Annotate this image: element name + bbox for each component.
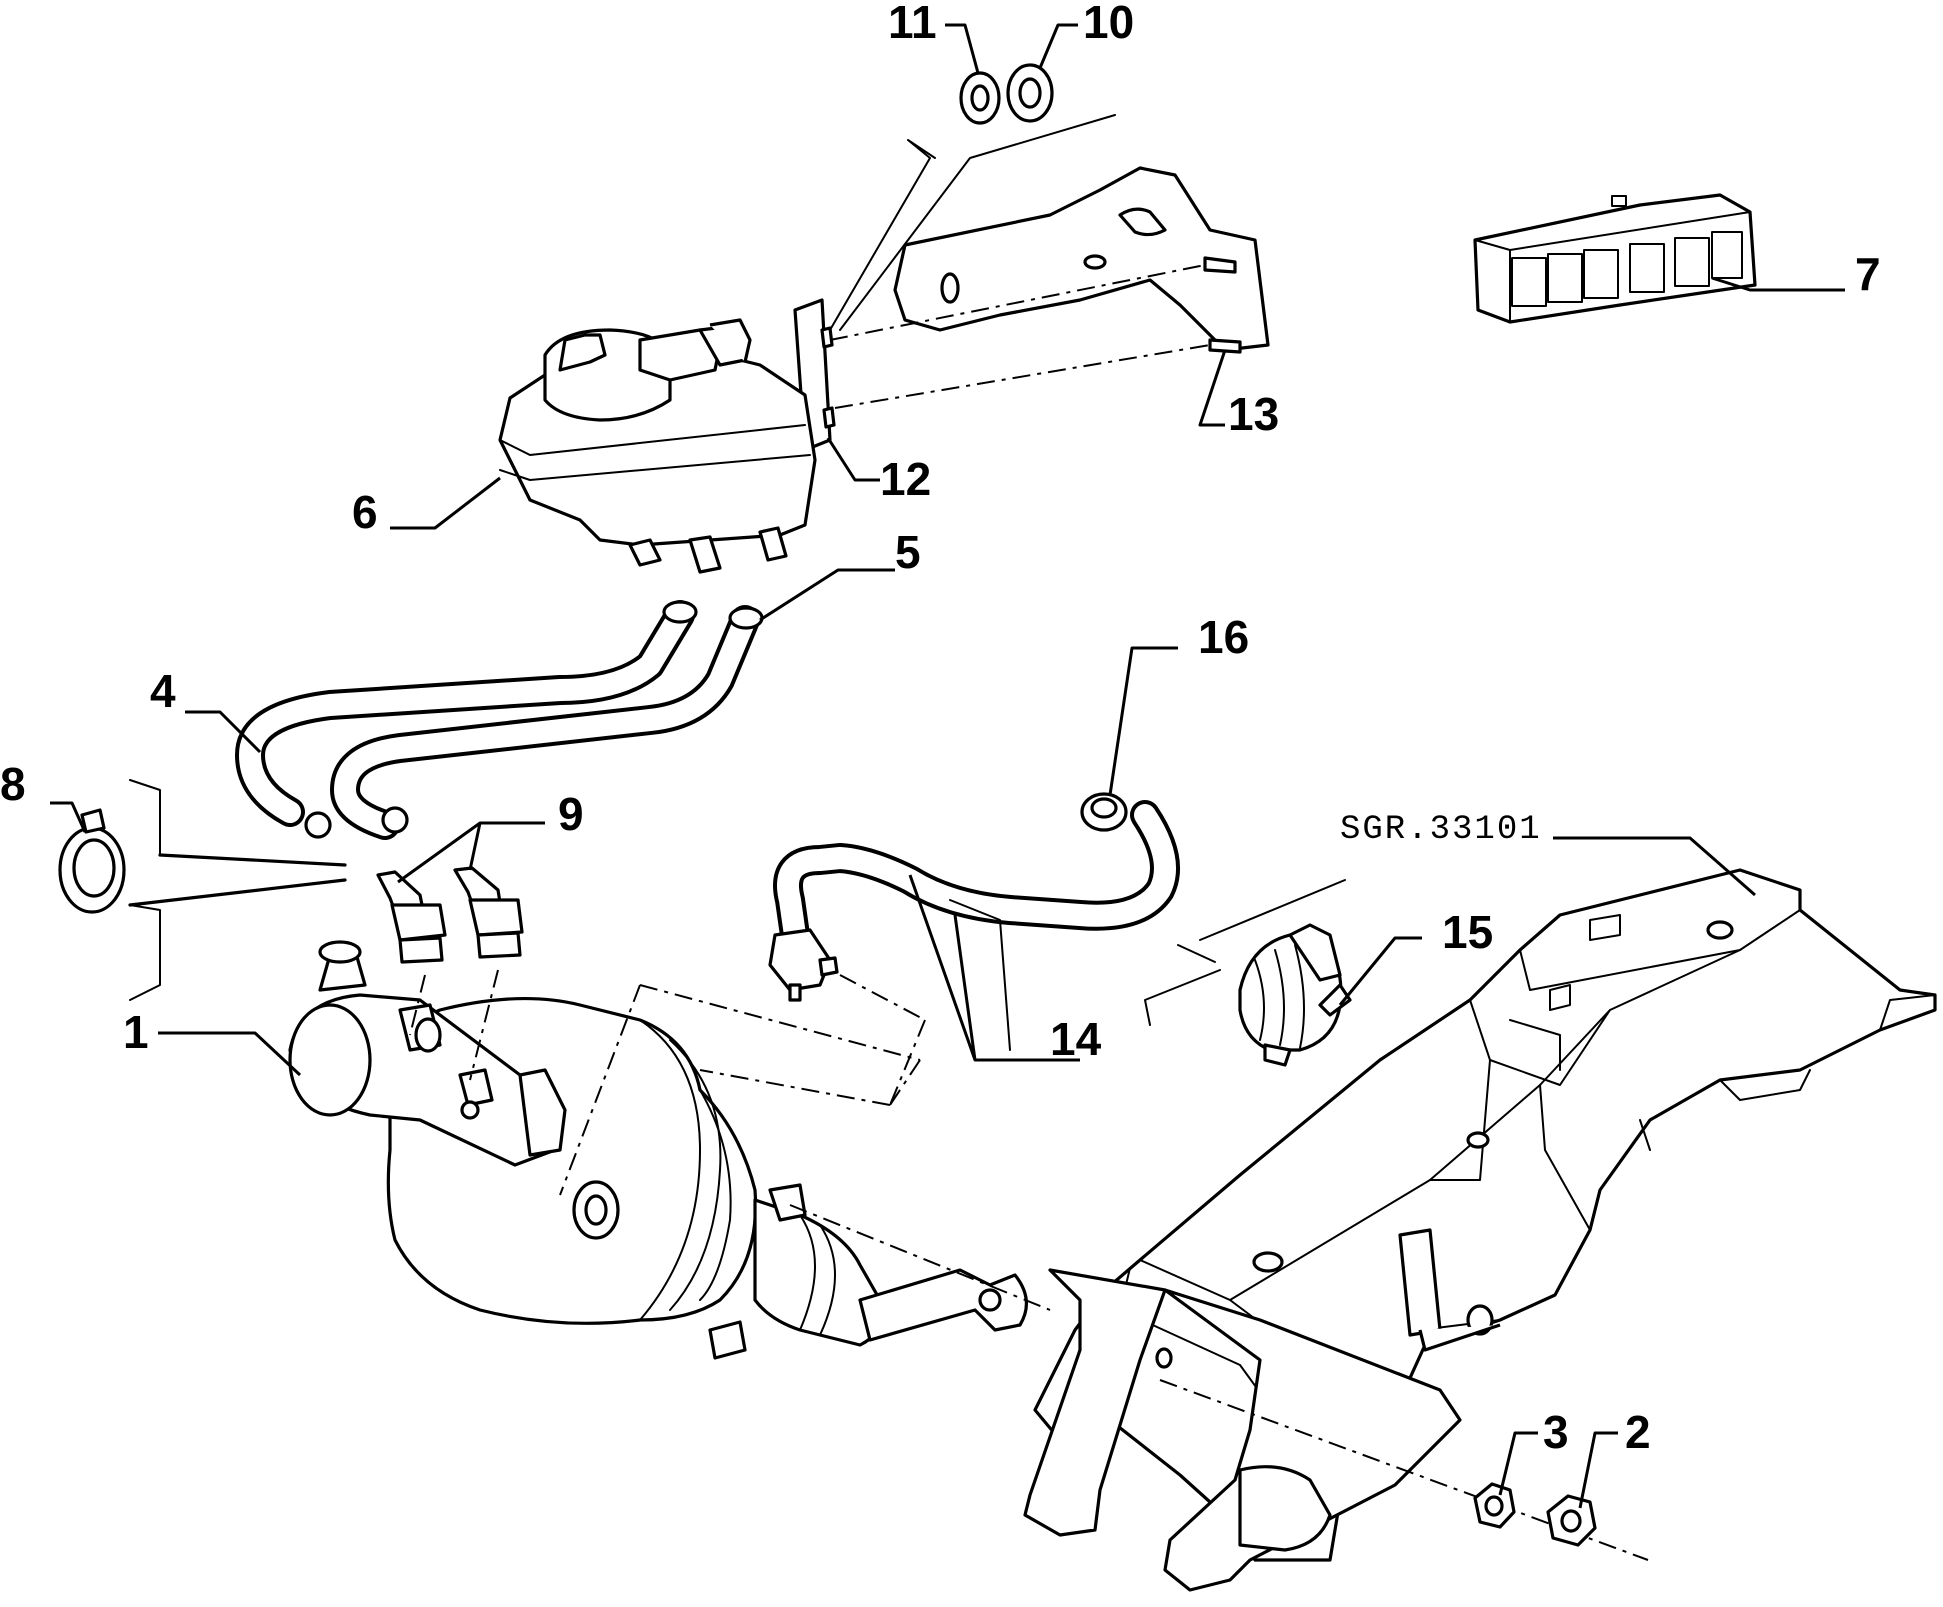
nut-2: [1546, 1494, 1597, 1547]
callout-8: 8: [0, 758, 26, 810]
vacuum-hose-14: [768, 800, 1180, 1106]
connector-9b: [453, 866, 524, 959]
hose-5: [304, 600, 764, 840]
leader-9: [397, 821, 545, 884]
leader-12: [826, 437, 880, 482]
leader-13: [1198, 349, 1227, 427]
leader-11: [945, 23, 980, 74]
leader-2: [1578, 1431, 1618, 1509]
callout-14: 14: [1050, 1013, 1102, 1065]
leader-16: [1108, 646, 1178, 796]
callout-6: 6: [352, 486, 378, 538]
leader-5: [759, 568, 895, 622]
leader-7: [1711, 276, 1845, 292]
callout-1: 1: [123, 1006, 149, 1058]
check-valve-15: [1238, 923, 1352, 1067]
leader-8: [50, 801, 87, 833]
callout-12: 12: [880, 453, 931, 505]
washer-11: [959, 71, 1001, 125]
connector-block-7: [1473, 193, 1757, 324]
pedal-bracket: [789, 868, 1937, 1592]
washer-10: [1006, 63, 1054, 123]
leader-3: [1498, 1431, 1538, 1496]
leader-1: [158, 1031, 302, 1077]
leader-ref: [1553, 836, 1756, 897]
leader-4: [185, 710, 262, 754]
callout-9: 9: [558, 788, 584, 840]
leader-15: [1338, 936, 1422, 1006]
drawing-reference: SGR.33101: [1340, 811, 1542, 849]
clamp-16: [1080, 792, 1128, 832]
reservoir-6: [498, 318, 817, 574]
leader-6: [390, 476, 501, 530]
connector-9a: [376, 870, 447, 964]
callout-3: 3: [1543, 1406, 1569, 1458]
callout-4: 4: [150, 665, 176, 717]
leader-14: [908, 874, 1080, 1062]
nut-3: [1473, 1482, 1516, 1529]
hose-clamp-8: [58, 808, 126, 914]
callout-13: 13: [1228, 388, 1279, 440]
leader-10: [1038, 23, 1078, 69]
callout-16: 16: [1198, 611, 1249, 663]
master-cylinder-1: [288, 940, 567, 1167]
bracket-13: [829, 166, 1270, 409]
callout-2: 2: [1625, 1406, 1651, 1458]
hose-4: [235, 600, 695, 827]
callout-5: 5: [895, 526, 921, 578]
callout-11: 11: [888, 0, 937, 48]
callout-10: 10: [1083, 0, 1134, 48]
callout-7: 7: [1855, 248, 1881, 300]
callout-15: 15: [1442, 906, 1493, 958]
